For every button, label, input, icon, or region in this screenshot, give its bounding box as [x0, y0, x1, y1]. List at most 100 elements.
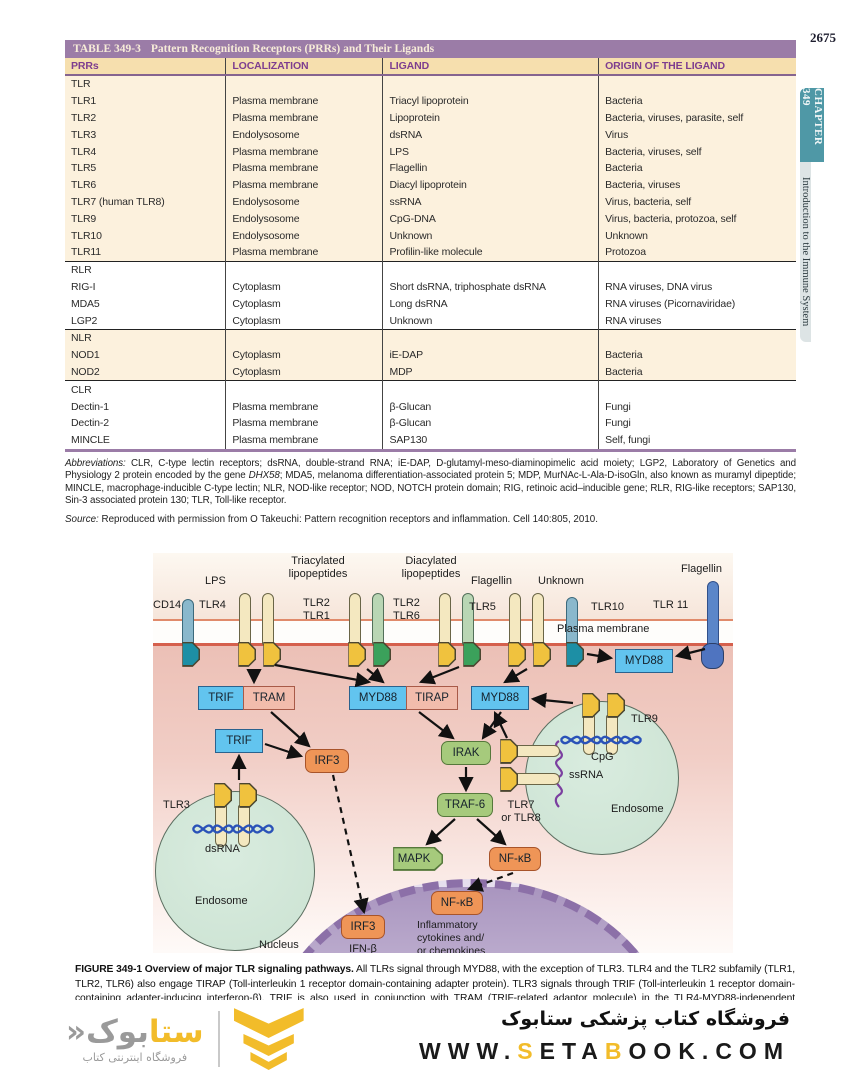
table-title: Pattern Recognition Receptors (PRRs) and…	[150, 43, 435, 55]
inflammatory-cytokines-label: Inflammatory cytokines and/ or chemokine…	[417, 918, 486, 953]
chapter-tab: CHAPTER 349 Introduction to the Immune S…	[800, 88, 832, 342]
logo-text-yellow: ستا	[148, 1013, 204, 1050]
tlr2-tlr6-receptor	[431, 592, 481, 667]
tlr11-receptor	[701, 580, 724, 669]
tlr9-label: TLR9	[631, 712, 658, 725]
endosome-label-left: Endosome	[195, 894, 248, 907]
tlr7-tlr8-receptor	[493, 766, 560, 792]
trif-box-solo: TRIF	[215, 728, 263, 753]
receptor-label-tlr5: TLR5	[469, 600, 496, 613]
table-abbreviations: Abbreviations: CLR, C-type lectin recept…	[65, 457, 797, 507]
endosome-tlr3	[155, 790, 315, 951]
table-header-row: PRRs LOCALIZATION LIGAND ORIGIN OF THE L…	[65, 58, 796, 76]
website-url: WWW.SETABOOK.COM	[419, 1038, 790, 1064]
logo-subtitle: فروشگاه اینترنتی کتاب	[82, 1050, 188, 1064]
myd88-box-central: MYD88	[471, 685, 529, 710]
figure-number: FIGURE 349-1	[75, 963, 142, 975]
column-header: LIGAND	[382, 58, 599, 76]
ssrna-label: ssRNA	[569, 768, 604, 781]
figure-349-1: LPS Triacylated lipopeptides Diacylated …	[153, 552, 733, 953]
page-content: TABLE 349-3 Pattern Recognition Receptors…	[65, 40, 796, 1009]
tlr9-receptor	[575, 692, 625, 755]
setabook-wordmark: ستابوک« فروشگاه اینترنتی کتاب	[66, 1015, 204, 1064]
table-group-row: RLR	[65, 260, 796, 279]
table-source: Source: Reproduced with permission from …	[65, 513, 598, 525]
table-group-row: TLR	[65, 75, 796, 93]
logo-guillemet: «	[66, 1013, 87, 1050]
nfkb-box: NF-κB	[489, 846, 541, 871]
store-name-farsi: فروشگاه کتاب پزشکی ستابوک	[500, 1008, 790, 1030]
column-header: PRRs	[65, 58, 226, 76]
irf3-box: IRF3	[305, 748, 349, 773]
tlr3-label: TLR3	[163, 798, 190, 811]
cpg-label: CpG	[591, 750, 614, 763]
table-group-row: CLR	[65, 380, 796, 399]
nucleus-label: Nucleus	[259, 938, 299, 951]
endosome-tlr9	[525, 700, 679, 855]
myd88-box: MYD88	[349, 685, 407, 710]
dsrna-helix	[191, 824, 275, 834]
receptor-label-tlr10: TLR10	[591, 600, 625, 613]
receptor-label-tlr2-tlr6: TLR2 TLR6	[393, 596, 420, 622]
ifn-beta-label: IFN-β	[349, 942, 377, 953]
receptor-head	[238, 641, 256, 667]
tlr7-tlr8-receptor	[493, 738, 560, 764]
logo-divider	[217, 1011, 220, 1067]
column-header: ORIGIN OF THE LIGAND	[598, 58, 796, 76]
chapter-number-tab: CHAPTER 349	[800, 88, 824, 162]
table-title-bar: TABLE 349-3 Pattern Recognition Receptors…	[65, 40, 796, 58]
endosome-label-right: Endosome	[611, 802, 664, 815]
chevron-emblem-icon	[233, 1008, 304, 1070]
receptor-label-tlr4: TLR4	[199, 598, 226, 611]
prr-table: PRRs LOCALIZATION LIGAND ORIGIN OF THE L…	[65, 58, 796, 452]
watermark-footer: ستابوک« فروشگاه اینترنتی کتاب فروشگاه کت…	[0, 1000, 844, 1080]
trif-box: TRIF	[198, 685, 244, 710]
footer-text-block: فروشگاه کتاب پزشکی ستابوک WWW.SETABOOK.C…	[419, 1008, 790, 1065]
cpg-helix	[559, 735, 643, 745]
tlr7-tlr8-label: TLR7 or TLR8	[501, 798, 541, 824]
nfkb-box-nucleus: NF-κB	[431, 890, 483, 915]
myd88-tirap-complex: MYD88 TIRAP	[349, 685, 458, 710]
logo-text-gray: بوک	[86, 1013, 149, 1050]
ligand-label-triacylated: Triacylated lipopeptides	[288, 554, 348, 580]
receptor-stem	[181, 598, 194, 645]
tlr4-receptor	[231, 592, 281, 667]
receptor-head	[182, 641, 200, 667]
receptor-label-cd14: CD14	[153, 598, 182, 611]
dsrna-label: dsRNA	[205, 842, 240, 855]
traf6-box: TRAF-6	[437, 792, 493, 817]
setabook-logo: ستابوک« فروشگاه اینترنتی کتاب	[66, 1008, 304, 1070]
tlr5-receptor	[501, 592, 551, 667]
ligand-label-diacylated: Diacylated lipopeptides	[401, 554, 461, 580]
table-number: TABLE 349-3	[73, 43, 141, 55]
ligand-label-unknown: Unknown	[538, 574, 584, 587]
column-header: LOCALIZATION	[225, 58, 383, 76]
tlr10-receptor	[559, 596, 584, 667]
myd88-box-membrane: MYD88	[615, 648, 673, 673]
receptor-head	[263, 641, 281, 667]
tlr2-tlr1-receptor	[341, 592, 391, 667]
irak-box: IRAK	[441, 740, 491, 765]
ligand-label-flagellin: Flagellin	[471, 574, 512, 587]
table-group-row: NLR	[65, 328, 796, 347]
tram-box: TRAM	[243, 685, 295, 710]
page-number: 2675	[810, 30, 836, 45]
plasma-membrane-label: Plasma membrane	[557, 622, 650, 635]
